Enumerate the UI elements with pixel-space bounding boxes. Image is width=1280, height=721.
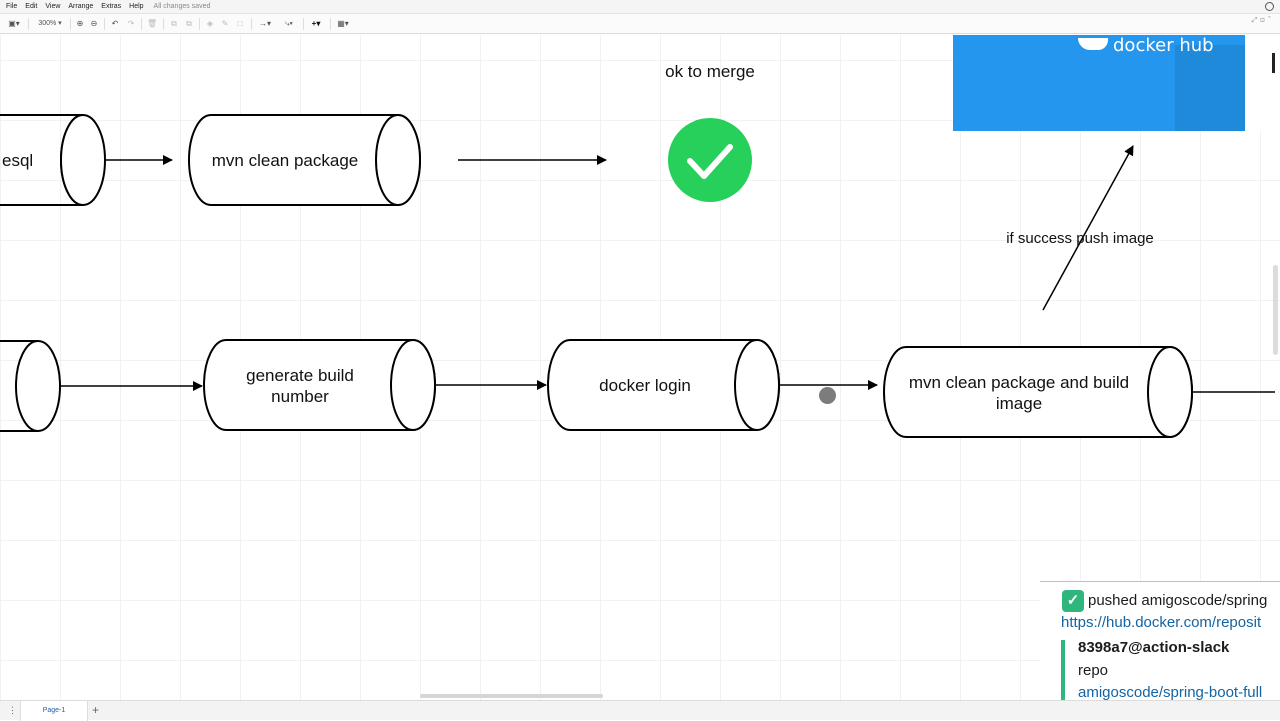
partial-node-bottom[interactable] — [0, 340, 61, 432]
dockerhub-image[interactable]: docker hub — [953, 35, 1245, 131]
node-label-generate-build-number: generate build number — [246, 366, 354, 406]
globe-icon[interactable] — [1265, 2, 1274, 11]
fill-color-icon[interactable]: ◈ — [206, 19, 214, 28]
diagram-canvas[interactable]: esql mvn clean package ok to merge gener… — [0, 35, 1280, 700]
horizontal-scrollbar[interactable] — [420, 694, 603, 698]
node-label-mvn-build-image: mvn clean package and build image — [908, 373, 1130, 413]
check-mark-icon — [668, 118, 752, 202]
menu-help[interactable]: Help — [129, 2, 144, 10]
delete-icon[interactable]: 🗑 — [147, 19, 158, 28]
slack-notification: ✓ pushed amigoscode/spring https://hub.d… — [1040, 581, 1280, 700]
to-front-icon[interactable]: ⧉ — [171, 19, 177, 28]
undo-icon[interactable]: ↶ — [111, 19, 119, 28]
pages-menu-icon[interactable]: ⋮ — [8, 705, 17, 715]
menu-arrange[interactable]: Arrange — [68, 2, 94, 10]
page-footer: ⋮ Page-1 + — [0, 700, 1280, 721]
zoom-select[interactable]: 300% ▾ — [38, 20, 62, 27]
window-controls[interactable]: ⤢⊡⌃ — [1251, 17, 1274, 24]
node-mvn-build-image[interactable] — [883, 346, 1193, 438]
slack-dockerhub-link[interactable]: https://hub.docker.com/reposit — [1061, 614, 1262, 631]
banner-shade — [1175, 45, 1245, 131]
waypoints-icon[interactable]: ⤷▾ — [285, 19, 293, 28]
panel-toggle-icon[interactable]: ▣▾ — [8, 19, 20, 28]
menu-edit[interactable]: Edit — [25, 2, 38, 10]
menu-bar: File Edit View Arrange Extras Help All c… — [0, 0, 1280, 14]
toolbar: ▣▾ 300% ▾ ⊕ ⊖ ↶ ↷ 🗑 ⧉ ⧉ ◈ ✎ □ →▾ ⤷▾ +▾ ▦… — [0, 14, 1280, 34]
mouse-cursor-icon — [819, 387, 836, 404]
node-label-mvn-clean-package: mvn clean package — [211, 151, 359, 170]
insert-icon[interactable]: +▾ — [311, 19, 321, 28]
line-color-icon[interactable]: ✎ — [221, 19, 229, 28]
slack-author: 8398a7@action-slack — [1078, 639, 1230, 656]
save-status: All changes saved — [153, 3, 211, 10]
zoom-in-icon[interactable]: ⊕ — [76, 19, 84, 28]
dockerhub-right-edge — [1245, 35, 1280, 131]
redo-icon[interactable]: ↷ — [127, 19, 135, 28]
dockerhub-logo-text: docker hub — [1113, 35, 1214, 56]
if-success-label: if success push image — [1006, 230, 1154, 247]
slack-attachment-bar — [1061, 640, 1065, 700]
table-icon[interactable]: ▦▾ — [337, 19, 349, 28]
connection-icon[interactable]: →▾ — [258, 19, 271, 28]
add-page-button[interactable]: + — [92, 703, 100, 717]
diagram-shapes — [0, 114, 1275, 438]
ok-to-merge-label: ok to merge — [665, 62, 755, 81]
slack-pushed-text: pushed amigoscode/spring — [1088, 592, 1268, 609]
menu-view[interactable]: View — [45, 2, 61, 10]
tab-page-1[interactable]: Page-1 — [20, 701, 88, 721]
zoom-out-icon[interactable]: ⊖ — [90, 19, 98, 28]
slack-repo-label: repo — [1078, 662, 1109, 679]
to-back-icon[interactable]: ⧉ — [186, 19, 192, 28]
node-label-esql: esql — [2, 151, 34, 170]
menu-extras[interactable]: Extras — [101, 2, 122, 10]
arrow-to-dockerhub[interactable] — [1042, 145, 1134, 311]
slack-repo-link[interactable]: amigoscode/spring-boot-full — [1078, 684, 1263, 700]
node-generate-build-number[interactable] — [203, 339, 436, 431]
node-mvn-clean-package[interactable] — [188, 114, 421, 206]
vertical-scrollbar[interactable] — [1273, 265, 1278, 355]
node-label-docker-login: docker login — [599, 376, 691, 395]
docker-whale-icon — [1078, 38, 1108, 50]
menu-file[interactable]: File — [6, 2, 18, 10]
checkmark-emoji-icon: ✓ — [1062, 590, 1084, 612]
node-docker-login[interactable] — [547, 339, 780, 431]
shadow-icon[interactable]: □ — [237, 19, 243, 28]
partial-node-top[interactable] — [0, 114, 106, 206]
zoom-value: 300% — [38, 20, 57, 27]
